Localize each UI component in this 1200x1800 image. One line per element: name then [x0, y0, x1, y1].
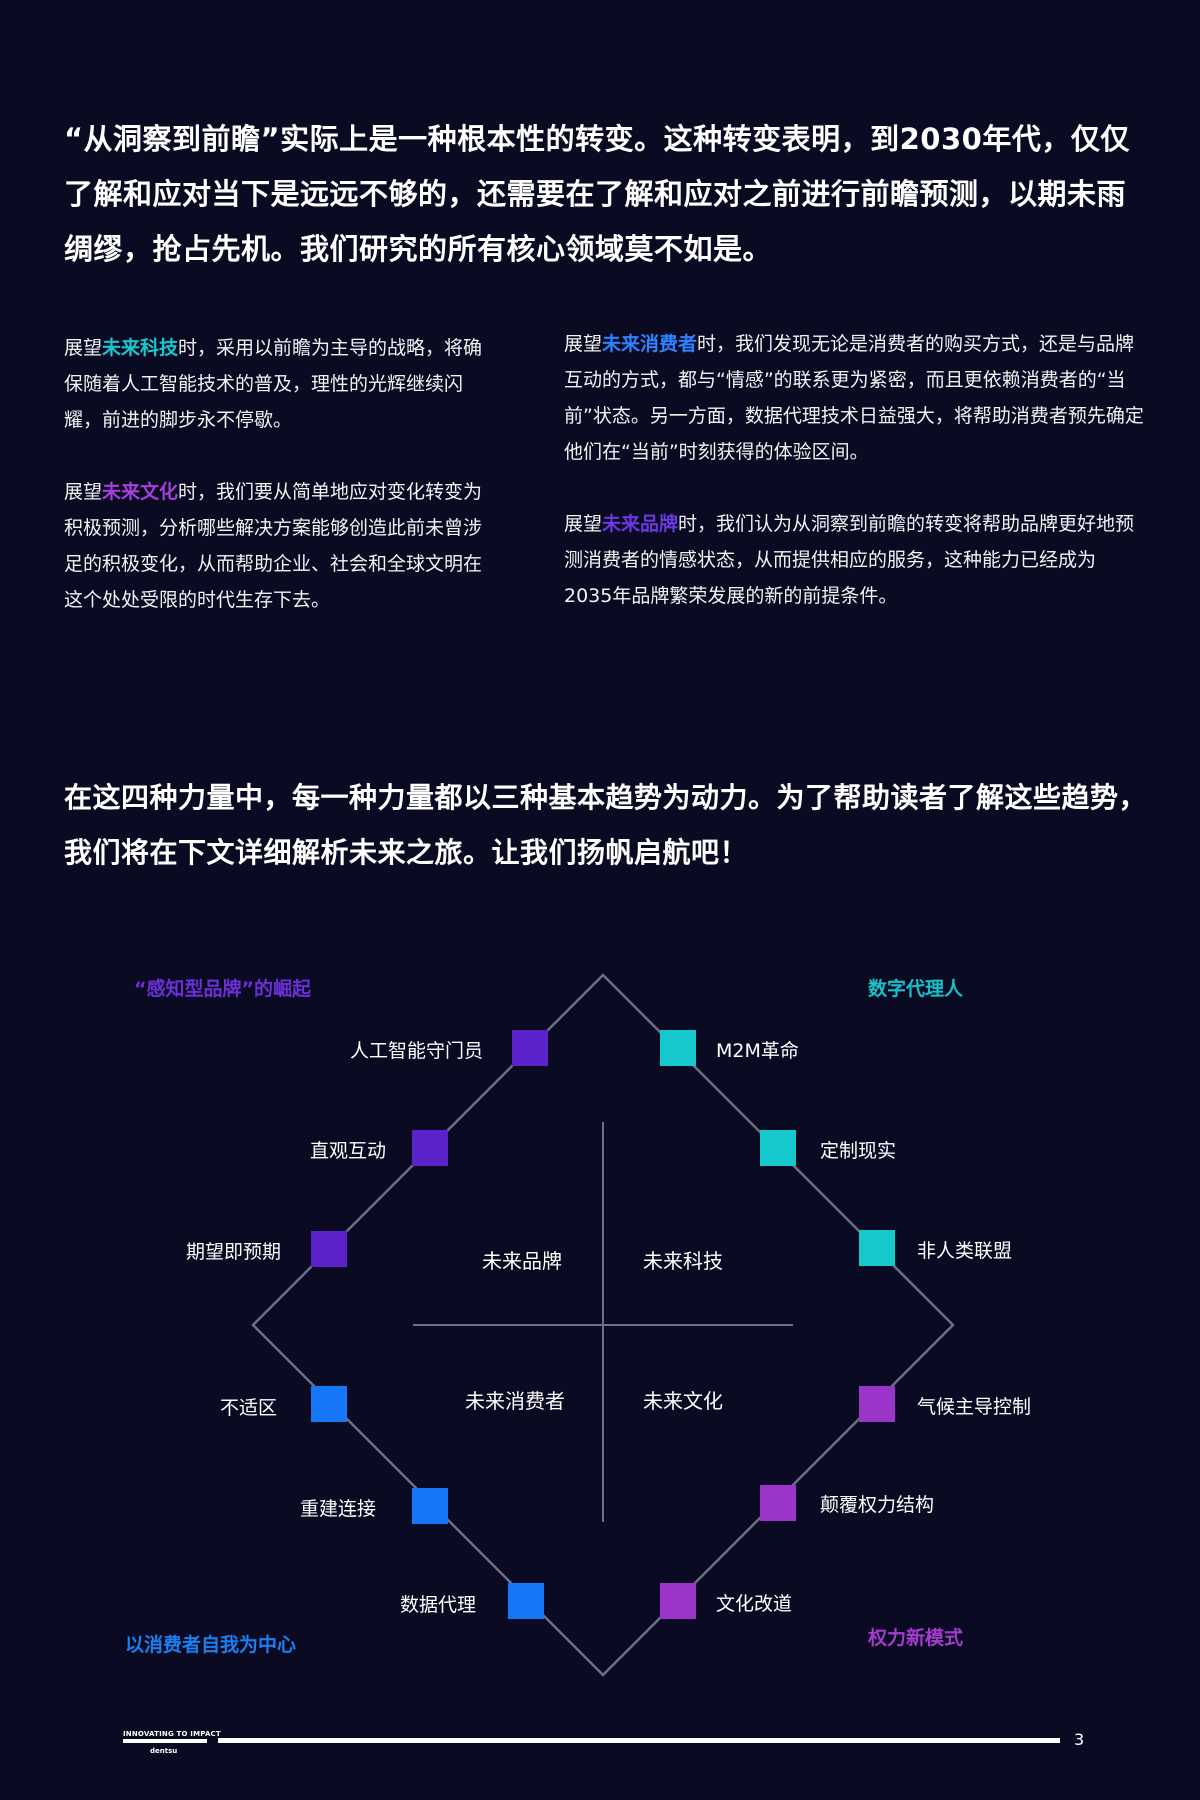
future-consumer-highlight: 未来消费者 — [602, 333, 698, 355]
trend-square-brand-1 — [512, 1030, 548, 1066]
trend-square-consumer-2 — [412, 1488, 448, 1524]
trend-label-tech-3: 非人类联盟 — [917, 1240, 1013, 1262]
diamond-svg — [251, 973, 955, 1677]
corner-label-sensing-brand: “感知型品牌”的崛起 — [134, 978, 311, 1000]
trend-square-culture-2 — [760, 1485, 796, 1521]
trend-square-brand-2 — [412, 1130, 448, 1166]
intro-paragraph: “从洞察到前瞻”实际上是一种根本性的转变。这种转变表明，到2030年代，仅仅了解… — [64, 122, 1130, 266]
trend-square-tech-1 — [660, 1030, 696, 1066]
page-number: 3 — [1074, 1730, 1085, 1749]
trend-label-tech-1: M2M革命 — [716, 1040, 799, 1062]
trend-square-tech-2 — [760, 1130, 796, 1166]
trend-label-tech-2: 定制现实 — [820, 1140, 897, 1162]
right-column: 展望未来消费者时，我们发现无论是消费者的购买方式，还是与品牌互动的方式，都与“情… — [564, 326, 1144, 650]
trend-square-brand-3 — [311, 1231, 347, 1267]
page-footer: INNOVATING TO IMPACT dentsu 3 — [0, 1720, 1200, 1760]
quadrant-future-culture: 未来文化 — [643, 1389, 723, 1413]
summary-paragraph: 在这四种力量中，每一种力量都以三种基本趋势为动力。为了帮助读者了解这些趋势，我们… — [64, 781, 1148, 869]
trend-label-brand-2: 直观互动 — [310, 1140, 387, 1162]
future-consumer-paragraph: 展望未来消费者时，我们发现无论是消费者的购买方式，还是与品牌互动的方式，都与“情… — [564, 333, 1144, 463]
corner-label-digital-agent: 数字代理人 — [868, 978, 964, 1000]
footer-rule — [218, 1738, 1060, 1743]
forces-diagram: “感知型品牌”的崛起 数字代理人 以消费者自我为中心 权力新模式 未来品牌 未来… — [0, 940, 1200, 1700]
future-brand-highlight: 未来品牌 — [602, 513, 679, 535]
future-culture-paragraph: 展望未来文化时，我们要从简单地应对变化转变为积极预测，分析哪些解决方案能够创造此… — [64, 481, 483, 611]
logo-tagline: INNOVATING TO IMPACT — [123, 1730, 221, 1738]
left-column: 展望未来科技时，采用以前瞻为主导的战略，将确保随着人工智能技术的普及，理性的光辉… — [64, 330, 484, 654]
trend-label-consumer-3: 数据代理 — [400, 1594, 477, 1616]
future-brand-paragraph: 展望未来品牌时，我们认为从洞察到前瞻的转变将帮助品牌更好地预测消费者的情感状态，… — [564, 513, 1135, 607]
quadrant-future-tech: 未来科技 — [643, 1249, 723, 1273]
trend-label-consumer-2: 重建连接 — [300, 1498, 377, 1520]
diamond-outline — [251, 973, 955, 1677]
future-culture-highlight: 未来文化 — [102, 481, 179, 503]
corner-label-consumer-centric: 以消费者自我为中心 — [125, 1634, 297, 1656]
corner-label-new-power: 权力新模式 — [868, 1627, 964, 1649]
trend-square-consumer-1 — [311, 1386, 347, 1422]
trend-label-culture-3: 文化改道 — [716, 1593, 793, 1615]
trend-square-consumer-3 — [508, 1583, 544, 1619]
future-tech-paragraph: 展望未来科技时，采用以前瞻为主导的战略，将确保随着人工智能技术的普及，理性的光辉… — [64, 337, 483, 431]
quadrant-future-brand: 未来品牌 — [482, 1249, 562, 1273]
logo-bar — [123, 1739, 207, 1743]
trend-label-consumer-1: 不适区 — [220, 1397, 278, 1419]
trend-label-culture-1: 气候主导控制 — [917, 1396, 1032, 1418]
trend-label-brand-1: 人工智能守门员 — [350, 1040, 484, 1062]
trend-square-culture-1 — [859, 1386, 895, 1422]
trend-square-culture-3 — [660, 1583, 696, 1619]
logo-name: dentsu — [150, 1747, 178, 1755]
trend-label-brand-3: 期望即预期 — [186, 1241, 282, 1263]
quadrant-future-consumer: 未来消费者 — [465, 1389, 565, 1413]
future-tech-highlight: 未来科技 — [102, 337, 179, 359]
trend-label-culture-2: 颠覆权力结构 — [820, 1494, 935, 1516]
trend-square-tech-3 — [859, 1230, 895, 1266]
